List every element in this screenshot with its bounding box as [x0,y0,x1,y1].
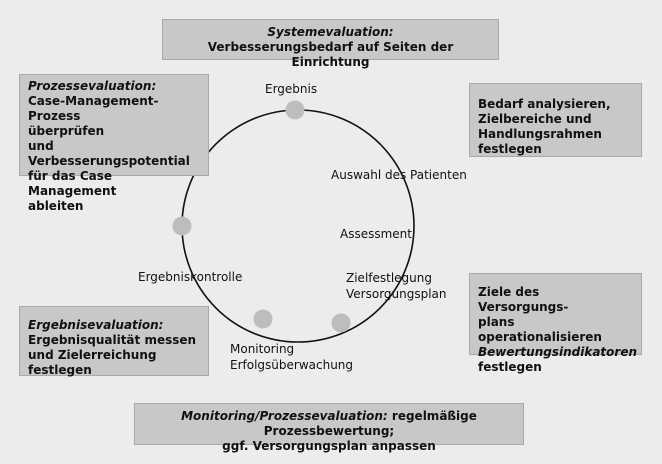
goals-box: Ziele des Versorgungs- plans operational… [469,273,642,374]
goals-line-3: Bewertungsindikatoren [478,345,637,359]
process-evaluation-line: überprüfen [28,124,105,138]
result-evaluation-line-1: Ergebnisqualität messen [28,333,197,347]
cycle-node-zielfestlegung [331,313,351,333]
label-versorgungsplan: Versorgungsplan [346,287,447,301]
label-monitoring: Monitoring [230,342,295,356]
system-evaluation-box: Systemevaluation: Verbesserungsbedarf au… [162,19,499,69]
label-auswahl-des-patienten: Auswahl des Patienten [331,168,467,182]
monitoring-evaluation-text-1: regelmäßige Prozessbewertung; [263,409,477,438]
system-evaluation-heading: Systemevaluation: [267,25,394,39]
process-evaluation-line: und Verbesserungspotential [28,139,190,168]
cycle-node-ergebniskontrolle [172,216,192,236]
monitoring-evaluation-first-line: Monitoring/Prozessevaluation: regelmäßig… [143,409,515,439]
goals-line-1: Ziele des Versorgungs- [478,285,569,314]
goals-line-4: festlegen [478,360,542,374]
label-assessment: Assessment [340,227,412,241]
process-evaluation-line: für das Case Management [28,169,117,198]
system-evaluation-text: Verbesserungsbedarf auf Seiten der Einri… [207,40,454,69]
cycle-node-ergebnis [285,100,305,120]
label-erfolgsueberwachung: Erfolgsüberwachung [230,358,354,372]
result-evaluation-heading: Ergebnisevaluation: [28,318,164,332]
process-evaluation-line: ableiten [28,199,84,213]
monitoring-evaluation-text-2: ggf. Versorgungsplan anpassen [222,439,436,453]
process-evaluation-box: Prozessevaluation: Case-Management-Proze… [19,74,209,213]
needs-analysis-line: Zielbereiche und [478,112,592,126]
needs-analysis-box: Bedarf analysieren, Zielbereiche und Han… [469,83,642,157]
needs-analysis-line: Handlungsrahmen festlegen [478,127,602,156]
process-evaluation-line: Case-Management-Prozess [28,94,159,123]
cycle-circle [181,109,415,343]
monitoring-evaluation-heading: Monitoring/Prozessevaluation: [181,409,388,423]
result-evaluation-box: Ergebnisevaluation: Ergebnisqualität mes… [19,306,209,377]
monitoring-evaluation-box: Monitoring/Prozessevaluation: regelmäßig… [134,403,524,453]
label-ergebnis: Ergebnis [265,82,318,96]
label-zielfestlegung: Zielfestlegung [346,271,432,285]
needs-analysis-line: Bedarf analysieren, [478,97,611,111]
label-ergebniskontrolle: Ergebniskontrolle [138,270,243,284]
result-evaluation-line-2: und Zielerreichung festlegen [28,348,157,377]
cycle-node-monitoring [253,309,273,329]
goals-line-2: plans operationalisieren [478,315,602,344]
process-evaluation-heading: Prozessevaluation: [28,79,157,93]
